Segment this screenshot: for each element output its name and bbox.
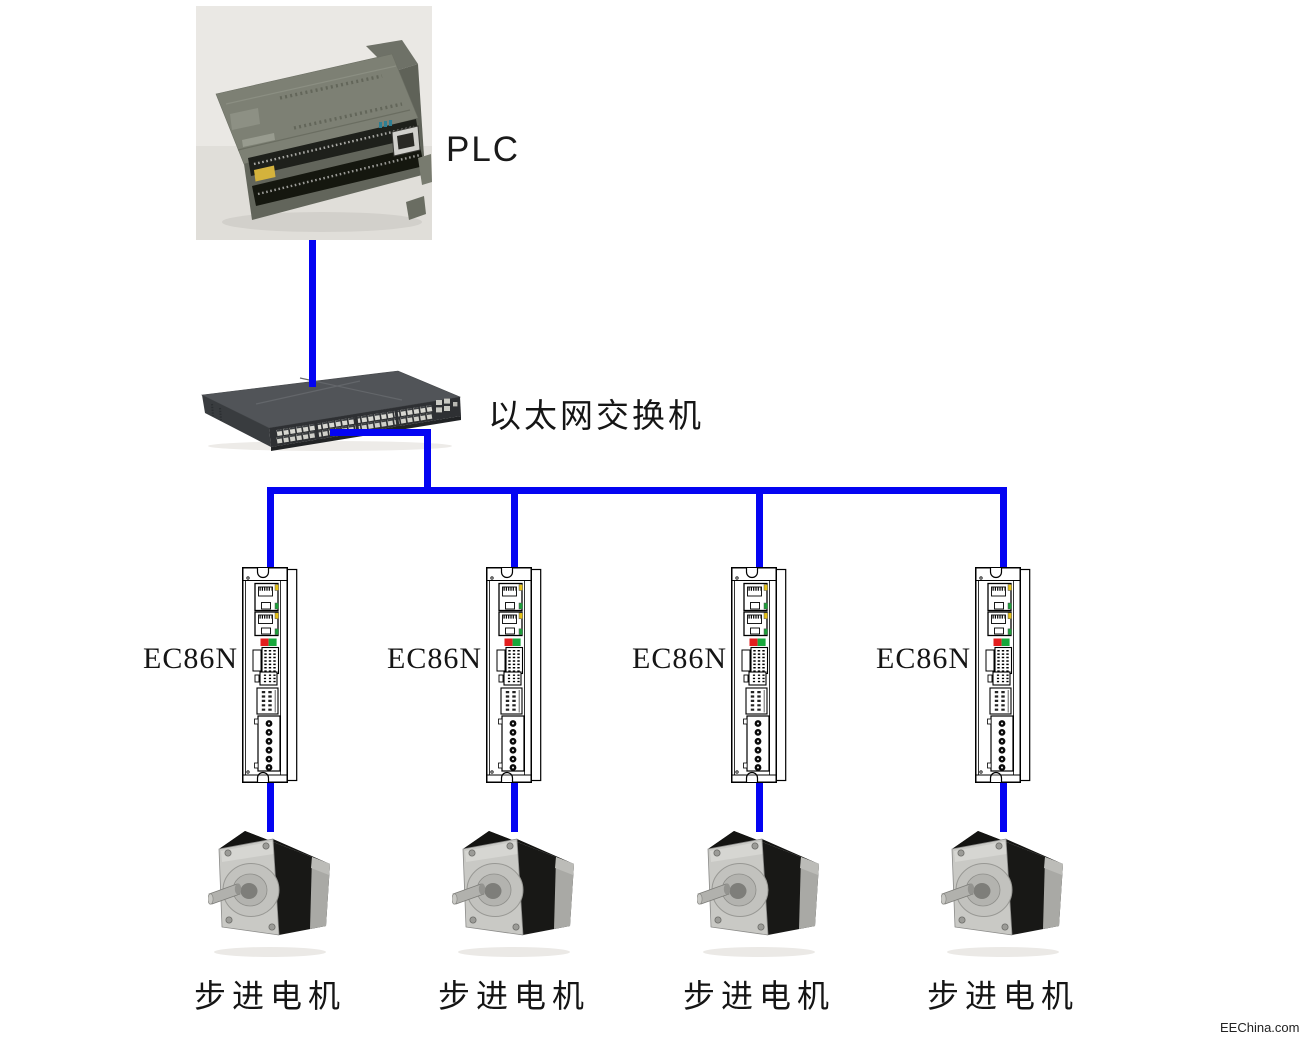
wire-switch-exit-horizontal — [330, 429, 431, 436]
watermark-text: EEChina.com — [1220, 1020, 1300, 1035]
stepper-driver-illustration — [731, 567, 787, 783]
plc-photo-illustration — [196, 6, 432, 240]
wire-driver-1-to-motor-1 — [266, 779, 274, 832]
stepper-motor-illustration — [941, 830, 1071, 958]
wire-driver-4-to-motor-4 — [999, 779, 1007, 832]
stepper-driver-illustration — [486, 567, 542, 783]
wire-bus-to-driver-1 — [266, 487, 274, 575]
stepper-motor-illustration — [697, 830, 827, 958]
plc-image — [196, 6, 432, 240]
driver-unit-1 — [242, 567, 298, 783]
motor-label-4: 步进电机 — [926, 978, 1079, 1014]
wire-bus-to-driver-3 — [755, 487, 763, 575]
ethernet-switch-label: 以太网交换机 — [488, 399, 704, 435]
driver-label-3: EC86N — [632, 642, 727, 675]
stepper-motor-image-2 — [452, 830, 582, 958]
driver-unit-3 — [731, 567, 787, 783]
stepper-driver-illustration — [242, 567, 298, 783]
motor-label-3: 步进电机 — [682, 978, 835, 1014]
stepper-motor-illustration — [452, 830, 582, 958]
stepper-motor-image-1 — [208, 830, 338, 958]
wire-bus-to-driver-4 — [999, 487, 1007, 575]
stepper-driver-illustration — [975, 567, 1031, 783]
stepper-motor-image-4 — [941, 830, 1071, 958]
motor-label-1: 步进电机 — [193, 978, 346, 1014]
wire-switch-exit-vertical — [424, 429, 431, 494]
wire-driver-3-to-motor-3 — [755, 779, 763, 832]
wire-bus-horizontal — [266, 487, 1007, 494]
driver-label-4: EC86N — [876, 642, 971, 675]
motor-label-2: 步进电机 — [437, 978, 590, 1014]
driver-unit-2 — [486, 567, 542, 783]
plc-label: PLC — [446, 130, 521, 169]
wire-driver-2-to-motor-2 — [510, 779, 518, 832]
driver-unit-4 — [975, 567, 1031, 783]
wire-bus-to-driver-2 — [510, 487, 518, 575]
stepper-motor-illustration — [208, 830, 338, 958]
stepper-motor-image-3 — [697, 830, 827, 958]
wire-plc-to-switch — [308, 240, 316, 387]
driver-label-2: EC86N — [387, 642, 482, 675]
driver-label-1: EC86N — [143, 642, 238, 675]
